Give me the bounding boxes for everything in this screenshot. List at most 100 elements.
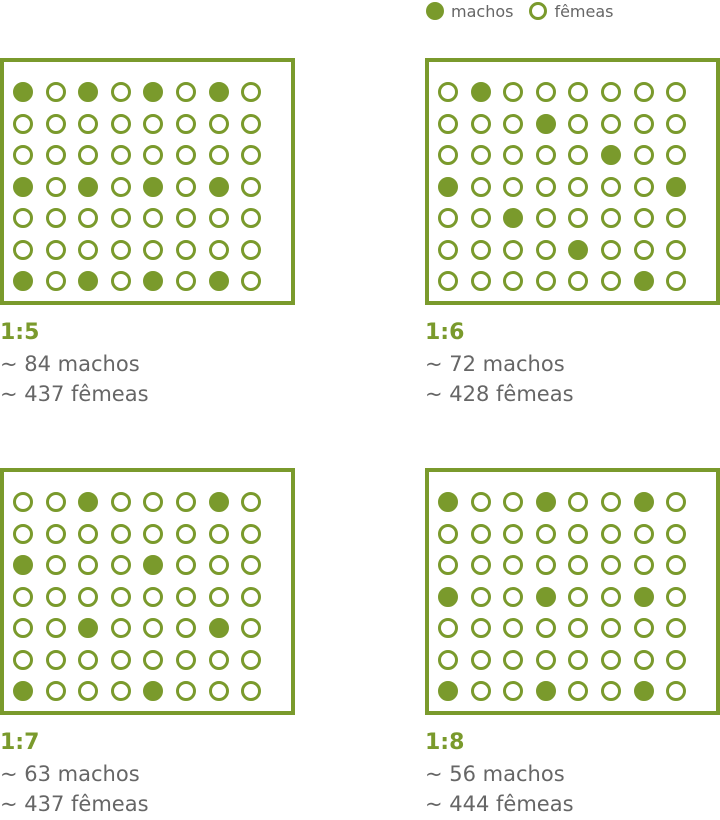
male-dot bbox=[13, 681, 33, 701]
dot-grid bbox=[0, 58, 295, 305]
female-dot bbox=[666, 586, 687, 607]
female-dot bbox=[78, 523, 99, 544]
female-dot bbox=[241, 555, 262, 575]
female-dot bbox=[208, 239, 229, 260]
male-dot bbox=[13, 82, 33, 102]
female-dot bbox=[13, 208, 33, 228]
male-dot bbox=[633, 681, 654, 701]
female-dot bbox=[633, 618, 654, 638]
female-dot bbox=[503, 555, 524, 575]
female-dot bbox=[438, 555, 458, 575]
female-dot bbox=[110, 492, 131, 512]
female-dot bbox=[438, 82, 458, 102]
female-dot bbox=[601, 208, 621, 228]
female-dot bbox=[503, 239, 524, 260]
female-dot bbox=[241, 649, 262, 670]
female-dot bbox=[633, 523, 654, 544]
male-dot bbox=[535, 113, 556, 134]
female-dot bbox=[110, 681, 131, 701]
females-count: ~ 437 fêmeas bbox=[0, 382, 149, 406]
female-dot bbox=[568, 523, 589, 544]
female-dot bbox=[568, 649, 589, 670]
female-dot bbox=[78, 239, 99, 260]
female-dot bbox=[110, 113, 131, 134]
legend-item-female: fêmeas bbox=[529, 2, 614, 21]
female-dot bbox=[666, 145, 687, 165]
male-dot bbox=[13, 271, 33, 291]
female-dot bbox=[633, 113, 654, 134]
female-dot bbox=[208, 145, 229, 165]
female-dot bbox=[208, 649, 229, 670]
males-count: ~ 84 machos bbox=[0, 352, 140, 376]
female-dot bbox=[470, 239, 491, 260]
male-dot bbox=[208, 271, 229, 291]
female-dot bbox=[470, 492, 491, 512]
male-dot bbox=[438, 586, 458, 607]
female-dot bbox=[45, 586, 66, 607]
female-dot bbox=[110, 208, 131, 228]
female-dot bbox=[13, 523, 33, 544]
female-dot bbox=[241, 271, 262, 291]
female-dot bbox=[45, 271, 66, 291]
female-dot bbox=[45, 681, 66, 701]
male-dot bbox=[78, 618, 99, 638]
female-dot bbox=[568, 145, 589, 165]
female-dot bbox=[503, 271, 524, 291]
female-dot bbox=[176, 523, 196, 544]
female-dot bbox=[241, 82, 262, 102]
female-dot bbox=[110, 239, 131, 260]
female-dot bbox=[208, 586, 229, 607]
ratio-label: 1:6 bbox=[425, 320, 465, 345]
female-dot bbox=[470, 555, 491, 575]
female-dot bbox=[633, 176, 654, 197]
male-dot bbox=[78, 271, 99, 291]
female-dot bbox=[666, 271, 687, 291]
male-dot bbox=[633, 271, 654, 291]
female-dot bbox=[45, 113, 66, 134]
female-dot bbox=[666, 113, 687, 134]
female-dot bbox=[601, 271, 621, 291]
female-dot bbox=[503, 176, 524, 197]
male-dot bbox=[78, 82, 99, 102]
female-dot bbox=[45, 492, 66, 512]
male-dot bbox=[208, 176, 229, 197]
male-dot bbox=[568, 239, 589, 260]
male-dot bbox=[143, 555, 164, 575]
male-dot bbox=[208, 618, 229, 638]
male-dot bbox=[438, 681, 458, 701]
female-dot bbox=[438, 113, 458, 134]
female-dot bbox=[568, 208, 589, 228]
female-dot bbox=[535, 649, 556, 670]
female-dot bbox=[176, 208, 196, 228]
female-dot bbox=[666, 681, 687, 701]
female-dot bbox=[110, 82, 131, 102]
female-dot bbox=[470, 618, 491, 638]
female-dot bbox=[143, 145, 164, 165]
female-dot bbox=[601, 681, 621, 701]
female-dot bbox=[503, 586, 524, 607]
male-dot bbox=[535, 492, 556, 512]
female-dot bbox=[470, 681, 491, 701]
female-dot bbox=[143, 523, 164, 544]
females-count: ~ 444 fêmeas bbox=[425, 792, 574, 816]
female-dot bbox=[633, 82, 654, 102]
male-dot bbox=[143, 681, 164, 701]
male-dot bbox=[438, 492, 458, 512]
female-dot bbox=[13, 145, 33, 165]
female-dot bbox=[78, 681, 99, 701]
female-dot bbox=[143, 649, 164, 670]
female-dot bbox=[503, 681, 524, 701]
legend: machos fêmeas bbox=[426, 0, 630, 22]
dot-grid bbox=[425, 468, 720, 715]
female-dot bbox=[241, 681, 262, 701]
female-dot bbox=[470, 586, 491, 607]
female-dot bbox=[110, 649, 131, 670]
female-dot bbox=[666, 555, 687, 575]
filled-circle-icon bbox=[426, 2, 444, 20]
female-dot bbox=[208, 681, 229, 701]
males-count: ~ 72 machos bbox=[425, 352, 565, 376]
female-dot bbox=[535, 145, 556, 165]
male-dot bbox=[78, 492, 99, 512]
female-dot bbox=[241, 239, 262, 260]
female-dot bbox=[45, 618, 66, 638]
